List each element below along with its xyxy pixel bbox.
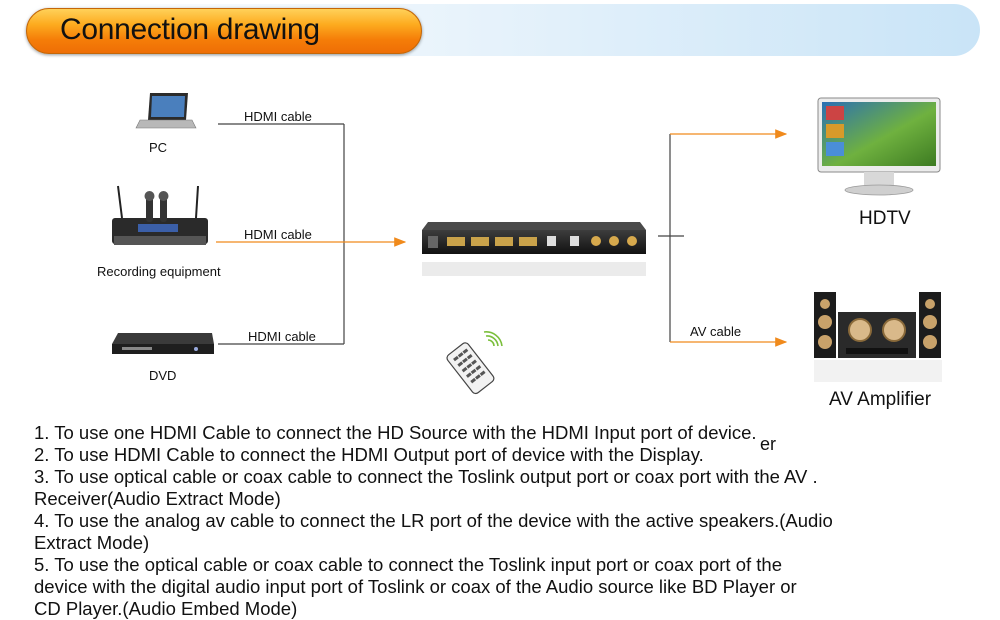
wireless-mic-receiver-icon <box>112 185 208 245</box>
signal-waves-icon <box>483 331 503 347</box>
hdmi-switch-device-icon <box>422 222 646 276</box>
instruction-line: 5. To use the optical cable or coax cabl… <box>34 554 782 575</box>
av-cable-label: AV cable <box>690 324 742 339</box>
title-pill <box>26 8 422 54</box>
dvd-label: DVD <box>149 368 177 383</box>
laptop-icon <box>135 93 197 129</box>
recording-cable-label: HDMI cable <box>244 227 312 242</box>
recording-equipment-label: Recording equipment <box>97 264 221 279</box>
speaker-system-icon <box>814 292 942 382</box>
instruction-line: Extract Mode) <box>34 532 150 553</box>
hdtv-label: HDTV <box>859 208 911 229</box>
instruction-line: device with the digital audio input port… <box>34 576 797 597</box>
dvd-cable-label: HDMI cable <box>248 329 316 344</box>
tv-icon <box>817 97 941 196</box>
instruction-line: 3. To use optical cable or coax cable to… <box>34 466 818 487</box>
remote-control-icon <box>446 342 495 395</box>
pc-cable-label: HDMI cable <box>244 109 312 124</box>
instructions-list: 1. To use one HDMI Cable to connect the … <box>34 422 974 620</box>
instruction-line: 2. To use HDMI Cable to connect the HDMI… <box>34 444 704 465</box>
instruction-line: 4. To use the analog av cable to connect… <box>34 510 833 531</box>
page-title: Connection drawing <box>60 13 320 46</box>
av-amplifier-label: AV Amplifier <box>829 389 932 410</box>
instruction-line: Receiver(Audio Extract Mode) <box>34 488 281 509</box>
instruction-line: 1. To use one HDMI Cable to connect the … <box>34 422 757 443</box>
instruction-line: CD Player.(Audio Embed Mode) <box>34 598 298 619</box>
pc-label: PC <box>149 140 168 155</box>
hdmi-cable-lines <box>216 123 407 345</box>
stray-text: er <box>760 434 777 454</box>
dvd-player-icon <box>112 333 214 354</box>
output-cable-lines <box>658 129 788 347</box>
